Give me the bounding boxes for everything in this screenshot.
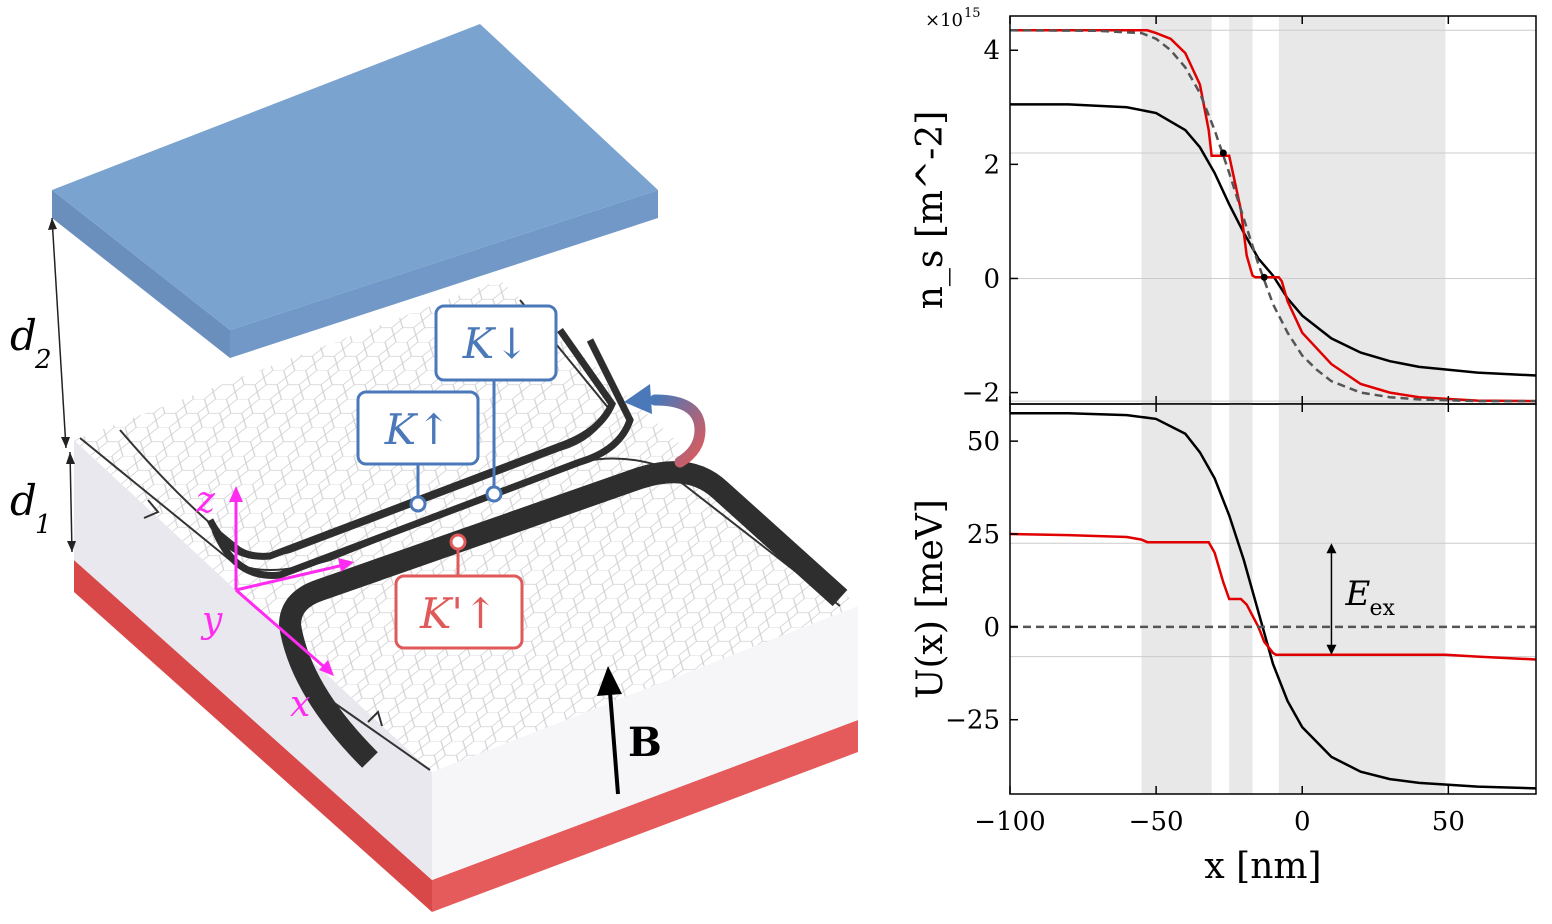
- bottom-gate-front: [74, 560, 432, 912]
- potential-plot-frame: [1009, 403, 1537, 795]
- density-series-2: [1009, 29, 1536, 403]
- potential-xtick-label-3: 50: [1432, 807, 1465, 837]
- rotation-arrowhead: [624, 384, 652, 414]
- potential-xlabel: x [nm]: [1204, 846, 1321, 887]
- potential-xtick-label-0: −100: [974, 807, 1045, 837]
- potential-shaded-region-0: [1141, 404, 1212, 794]
- potential-xtick-label-1: −50: [1129, 807, 1184, 837]
- b-field-label: B: [628, 719, 662, 766]
- potential-ytick-label-3: 50: [967, 427, 1000, 457]
- top-gate-front: [52, 190, 230, 358]
- coordinate-axes: [234, 492, 349, 674]
- k-up-label: K↑: [384, 405, 452, 454]
- x-axis: [235, 588, 331, 674]
- top-gate-side: [230, 190, 658, 358]
- edge-channel-kprime-up: [278, 461, 848, 768]
- density-shaded-region-2: [1278, 16, 1446, 404]
- bottom-gate-side: [432, 720, 858, 912]
- y-axis-arrow: [235, 562, 349, 592]
- edge-channel-k-up: [211, 338, 634, 579]
- kprime-up-label: K'↑: [419, 589, 498, 638]
- substrate-front: [74, 440, 432, 880]
- density-ytick-label-2: 2: [983, 150, 1000, 180]
- d1-label: d: [10, 476, 37, 525]
- graphene-sheet: [74, 280, 858, 772]
- substrate-side: [432, 606, 858, 880]
- density-shaded-region-0: [1141, 16, 1212, 404]
- potential-series-0: [1010, 412, 1537, 790]
- edge-channel-k-down: [206, 327, 616, 560]
- kprime-up-label-box: K'↑: [394, 533, 524, 650]
- z-axis-arrowhead: [229, 486, 243, 502]
- potential-annotation-label: E: [1344, 574, 1370, 614]
- chirality-arrow-left: [143, 499, 160, 519]
- potential-ytick-label-1: 0: [983, 613, 1000, 643]
- potential-xtick-label-2: 0: [1294, 807, 1311, 837]
- potential-shaded-region-2: [1278, 404, 1446, 794]
- d1-arrow-head-top: [66, 452, 75, 464]
- x-axis-label: x: [290, 684, 310, 725]
- top-gate-top: [52, 24, 658, 330]
- device-schematic: d 2 d 1 z y x B K↓: [10, 24, 858, 912]
- density-marker-1: [1260, 273, 1268, 281]
- k-down-label-box: K↓: [434, 304, 558, 503]
- x-axis-arrowhead: [319, 660, 334, 676]
- d1-distance-line: [69, 451, 73, 553]
- density-ytick-label-3: 4: [983, 36, 1000, 66]
- b-field-arrow: [608, 691, 620, 795]
- z-axis-label: z: [195, 480, 216, 521]
- density-scale-label: ×10: [925, 10, 963, 31]
- density-scale-exponent: 15: [964, 6, 981, 21]
- potential-annotation-subscript: ex: [1369, 596, 1395, 621]
- y-axis-arrowhead: [338, 558, 354, 572]
- potential-ytick-label-2: 25: [967, 520, 1000, 550]
- d2-subscript: 2: [34, 345, 52, 375]
- density-series-0: [1010, 103, 1537, 377]
- d2-arrow-head-top: [48, 218, 57, 230]
- potential-annotation-arrow-top: [1326, 543, 1337, 554]
- density-series-1: [1010, 29, 1537, 403]
- d2-label: d: [10, 311, 37, 360]
- potential-annotation-arrow-bottom: [1326, 644, 1337, 655]
- density-ylabel: n_s [m^-2]: [910, 111, 951, 310]
- potential-ylabel: U(x) [meV]: [910, 499, 951, 699]
- chirality-arrow-bottom: [367, 710, 383, 727]
- b-field-arrowhead: [597, 666, 622, 696]
- k-down-label: K↓: [462, 319, 530, 368]
- density-plot-frame: [1009, 15, 1537, 405]
- d1-subscript: 1: [35, 510, 52, 540]
- density-ytick-label-0: −2: [962, 379, 1000, 409]
- d2-arrow-head-bottom: [61, 437, 70, 448]
- edge-channel-bottom: [329, 699, 431, 771]
- rotation-arrow: [649, 394, 706, 468]
- d1-arrow-head-bottom: [67, 541, 76, 552]
- density-ytick-label-1: 0: [983, 264, 1000, 294]
- density-marker-0: [1219, 149, 1227, 157]
- k-up-label-box: K↑: [356, 390, 480, 513]
- potential-ytick-label-0: −25: [945, 706, 1000, 736]
- y-axis-label: y: [200, 600, 223, 641]
- potential-series-1: [1009, 532, 1537, 661]
- d2-distance-line: [51, 217, 67, 449]
